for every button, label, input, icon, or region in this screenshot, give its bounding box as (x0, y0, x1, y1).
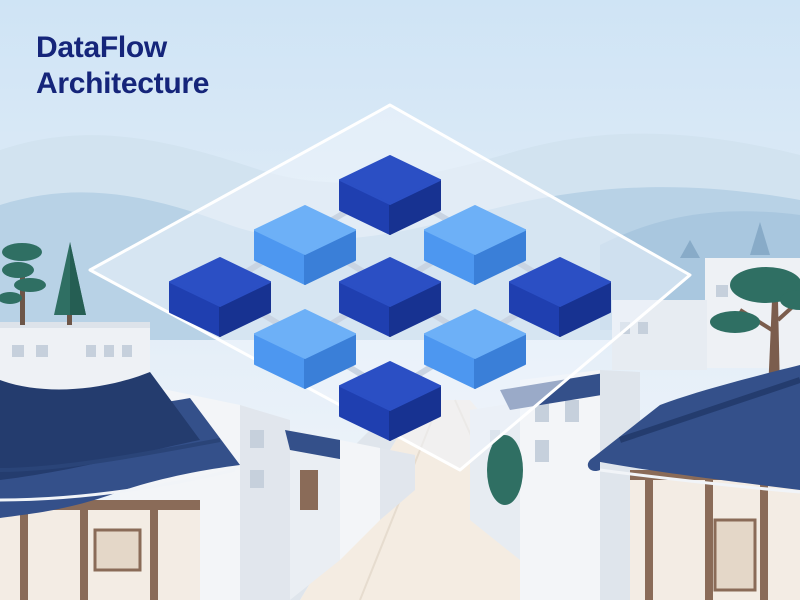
traditional-house-left (0, 372, 240, 600)
page-title: DataFlow Architecture (36, 30, 209, 102)
title-line-1: DataFlow (36, 31, 167, 64)
title-line-2: Architecture (36, 67, 210, 100)
pine-tree-left (0, 243, 46, 325)
network-block-7 (254, 309, 356, 389)
network-block-4 (169, 257, 271, 337)
network-block-6 (509, 257, 611, 337)
network-block-8 (424, 309, 526, 389)
street-buildings-right (470, 370, 640, 600)
distant-trees (680, 222, 770, 258)
cypress-tree-left (54, 242, 86, 325)
network-block-2 (254, 205, 356, 285)
isometric-block-network-icon (169, 155, 611, 441)
network-block-3 (424, 205, 526, 285)
network-block-5 (339, 257, 441, 337)
network-block-1 (339, 155, 441, 235)
network-block-9 (339, 361, 441, 441)
tree-right (710, 267, 800, 392)
traditional-house-right (587, 365, 800, 600)
